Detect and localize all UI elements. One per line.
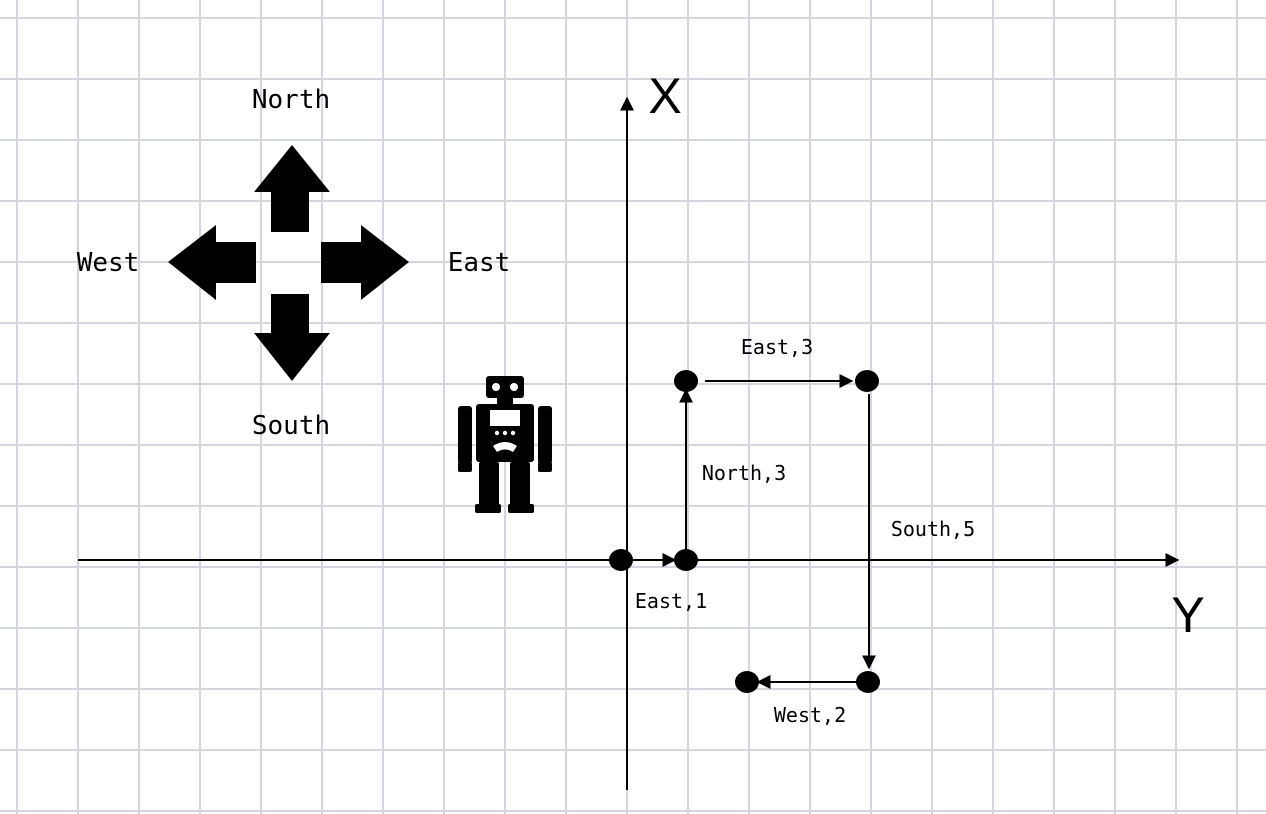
step-label-east-3: East,3 [741, 335, 813, 359]
path-segments [633, 374, 876, 689]
path-point-5 [735, 671, 759, 693]
arrow-right-icon [321, 225, 409, 300]
horizontal-axis-label: Y [1171, 587, 1204, 643]
step-label-north-3: North,3 [702, 461, 786, 485]
step-label-east-1: East,1 [635, 589, 707, 613]
arrow-up-icon [254, 145, 330, 232]
compass-label-east: East [448, 248, 511, 278]
path-point-3 [855, 370, 879, 392]
compass-label-north: North [252, 85, 330, 115]
compass-rose: North South West East [77, 85, 511, 441]
path-step-labels: East,1 North,3 East,3 South,5 West,2 [635, 335, 975, 727]
compass-label-south: South [252, 411, 330, 441]
path-points [609, 370, 880, 693]
path-point-1 [674, 549, 698, 571]
compass-label-west: West [77, 248, 140, 278]
robot-icon [458, 376, 552, 513]
arrow-down-icon [254, 294, 330, 381]
arrow-left-icon [168, 225, 256, 300]
step-label-south-5: South,5 [891, 517, 975, 541]
path-point-origin [609, 549, 633, 571]
path-point-2 [674, 370, 698, 392]
vertical-axis-label: X [648, 68, 681, 124]
path-point-4 [856, 671, 880, 693]
step-label-west-2: West,2 [774, 703, 846, 727]
